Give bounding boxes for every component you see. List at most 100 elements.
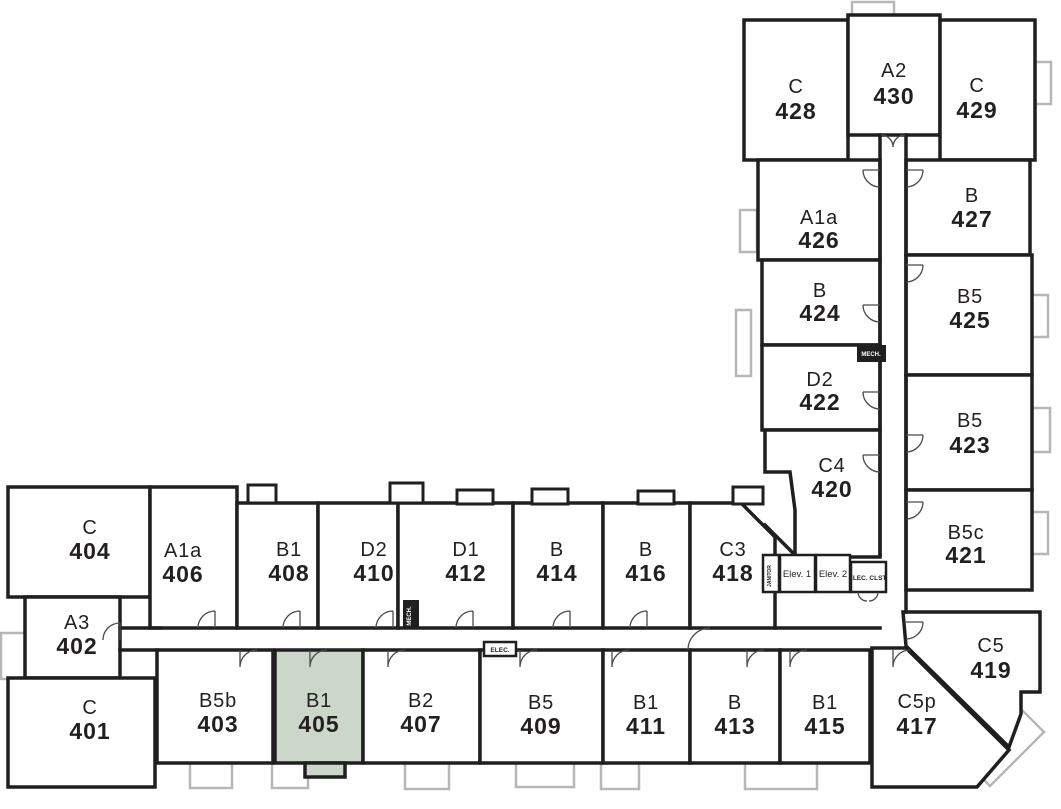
unit-404[interactable]: C 404 — [6, 485, 152, 599]
unit-type-label: B1 — [306, 690, 332, 712]
room-shape[interactable] — [846, 13, 942, 137]
unit-415[interactable]: B1 415 — [778, 648, 872, 765]
unit-number-label: 414 — [536, 560, 577, 586]
unit-427[interactable]: B 427 — [904, 158, 1032, 257]
unit-number-label: 408 — [268, 560, 309, 586]
unit-number-label: 418 — [712, 560, 753, 586]
door-arc — [892, 134, 906, 148]
room-shape[interactable] — [688, 648, 782, 765]
unit-410[interactable]: D2 410 — [316, 501, 400, 630]
room-shape[interactable] — [938, 18, 1037, 162]
balcony — [514, 761, 576, 789]
unit-number-label: 413 — [714, 713, 755, 739]
unit-type-label: C5 — [977, 635, 1004, 657]
elec-box — [482, 640, 518, 658]
unit-411[interactable]: B1 411 — [601, 648, 692, 765]
unit-420[interactable]: C4 420 — [763, 428, 882, 559]
unit-402[interactable]: A3 402 — [23, 595, 122, 680]
room-shape[interactable] — [601, 648, 692, 765]
room-shape[interactable] — [148, 485, 239, 630]
unit-417[interactable]: C5p 417 — [870, 646, 1012, 789]
unit-number-label: 425 — [949, 307, 990, 333]
room-shape[interactable] — [870, 646, 1012, 789]
balcony — [738, 208, 759, 254]
unit-type-label: B5c — [948, 522, 985, 544]
bay-windows — [246, 481, 765, 506]
unit-408[interactable]: B1 408 — [235, 501, 320, 630]
room-shape[interactable] — [361, 648, 482, 765]
unit-409[interactable]: B5 409 — [478, 648, 605, 765]
unit-423[interactable]: B5 423 — [904, 373, 1034, 492]
doors — [102, 134, 924, 668]
unit-429[interactable]: C 429 — [938, 18, 1037, 162]
room-shape[interactable] — [760, 258, 882, 347]
unit-number-label: 409 — [520, 713, 561, 739]
room-shape[interactable] — [904, 373, 1034, 492]
door-arc — [892, 649, 911, 668]
unit-type-label: B — [813, 280, 827, 302]
unit-401[interactable]: C 401 — [6, 676, 157, 789]
unit-type-label: C — [82, 517, 97, 539]
unit-421[interactable]: B5c 421 — [904, 488, 1034, 592]
unit-type-label: B — [550, 539, 564, 561]
door-arc — [746, 649, 765, 668]
room-shape[interactable] — [235, 501, 320, 630]
mech-box — [857, 345, 886, 362]
door-arc — [868, 591, 879, 602]
unit-type-label: D2 — [806, 369, 833, 391]
unit-type-label: A1a — [800, 207, 838, 229]
bay-window — [530, 487, 570, 506]
door-arc — [197, 610, 216, 629]
janitor-label: JANITOR — [767, 565, 773, 587]
unit-424[interactable]: B 424 — [760, 258, 882, 347]
door-arc — [862, 169, 881, 188]
unit-430[interactable]: A2 430 — [846, 13, 942, 137]
unit-428[interactable]: C 428 — [742, 18, 850, 162]
elevator-2-label: Elev. 2 — [819, 569, 847, 580]
balcony — [734, 308, 753, 378]
bay-window — [731, 485, 765, 506]
unit-type-label: C4 — [818, 455, 845, 477]
door-arc — [309, 649, 328, 668]
unit-406[interactable]: A1a 406 — [148, 485, 239, 630]
balcony — [743, 761, 819, 791]
unit-type-label: C — [82, 697, 97, 719]
door-arc — [455, 610, 474, 629]
unit-number-label: 422 — [799, 389, 840, 415]
mech-label: MECH. — [407, 606, 413, 626]
room-shape[interactable] — [316, 501, 400, 630]
balcony — [1033, 60, 1053, 106]
unit-426[interactable]: A1a 426 — [756, 158, 882, 262]
room-shape[interactable] — [155, 648, 275, 765]
room-shape[interactable] — [756, 158, 882, 262]
unit-413[interactable]: B 413 — [688, 648, 782, 765]
unit-number-label: 417 — [896, 713, 937, 739]
room-shape[interactable] — [478, 648, 605, 765]
bay-window — [455, 488, 495, 506]
room-shape[interactable] — [904, 158, 1032, 257]
door-arc — [862, 304, 881, 323]
balcony — [599, 761, 641, 791]
door-arc — [905, 501, 924, 520]
room-shape[interactable] — [778, 648, 872, 765]
door-arc — [239, 649, 258, 668]
corridor-wall — [762, 522, 800, 560]
unit-419[interactable]: C5 419 — [901, 610, 1042, 751]
door-arc — [857, 591, 868, 602]
unit-414[interactable]: B 414 — [511, 501, 605, 630]
room-shape[interactable] — [601, 501, 692, 630]
unit-number-label: 427 — [951, 206, 992, 232]
room-shape[interactable] — [6, 676, 157, 789]
door-arc — [880, 134, 894, 148]
unit-405-highlighted[interactable]: B1 405 — [273, 648, 365, 779]
elec-room: ELEC. — [482, 640, 518, 658]
unit-425[interactable]: B5 425 — [904, 253, 1034, 377]
unit-403[interactable]: B5b 403 — [155, 648, 275, 765]
unit-type-label: A1a — [164, 540, 202, 562]
unit-416[interactable]: B 416 — [601, 501, 692, 630]
unit-407[interactable]: B2 407 — [361, 648, 482, 765]
bay-window — [388, 481, 425, 505]
room-shape[interactable] — [904, 488, 1034, 592]
